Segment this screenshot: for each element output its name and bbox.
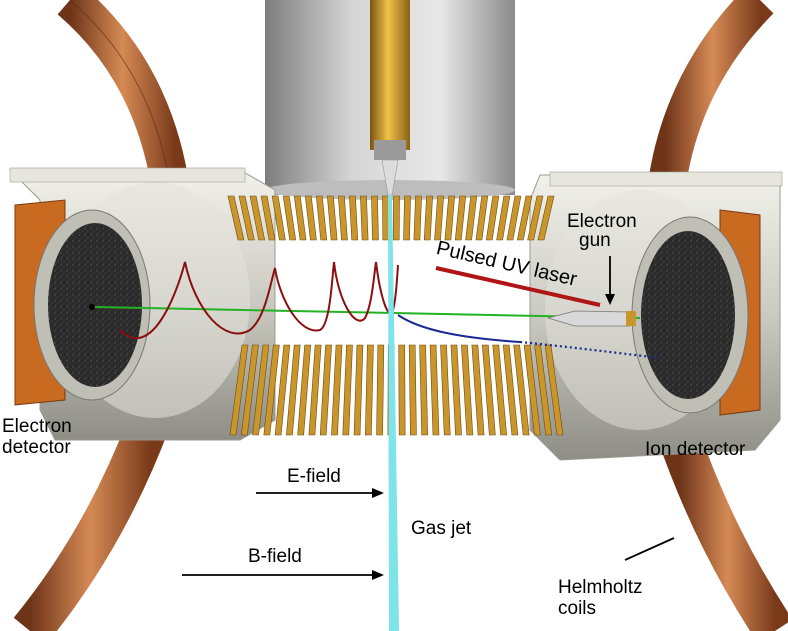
lower-electrode-fin [342,344,353,436]
electron-gun-label-line2: gun [579,230,611,251]
upper-electrode-fin [371,195,379,241]
upper-electrode-fin [349,195,359,241]
upper-electrode-fin [444,195,456,241]
electron-gun [546,310,636,327]
upper-electrode-fin [249,195,266,241]
electron-detector-label-line2: detector [2,437,71,458]
electron-detector [14,199,151,406]
upper-electrode-fin [527,195,544,241]
lower-electrode-fin [297,344,312,436]
lower-electrode-fin [408,344,417,436]
upper-electrode-fin [315,195,328,241]
lower-electrode-fin [319,344,332,436]
electron-gun-pointer-arrow [605,256,615,305]
upper-electrode-fin [516,195,533,241]
upper-electrode-fin [304,195,317,241]
lower-electrode-fin [274,344,291,436]
electron-gun-label-line1: Electron [567,211,637,232]
ion-trajectory-solid [397,314,521,343]
electron-trajectory [119,261,399,339]
upper-electrode-fin [496,195,511,241]
e-field-arrow [256,488,384,498]
lower-electrode-fin [229,344,249,436]
b-field-arrow [182,570,384,580]
lower-electrode-fin [502,344,519,436]
e-field-label: E-field [287,466,341,487]
upper-electrode-fin [465,195,478,241]
upper-electrode-fin [360,195,369,241]
gas-nozzle-tower [265,0,515,200]
lower-electrode-stack [229,344,564,436]
lower-electrode-fin [365,344,374,436]
lower-electrode-fin [398,344,406,436]
helmholtz-pointer-line [624,537,675,561]
lower-electrode-fin [440,344,451,436]
lower-electrode-fin [308,344,322,436]
lower-electrode-fin [513,344,530,436]
upper-electrode-fin [392,195,400,241]
lower-electrode-fin [523,344,541,436]
upper-electrode-fin [485,195,500,241]
uv-laser-beam [435,266,601,307]
upper-electrode-fin [238,195,255,241]
lower-electrode-fin [286,344,301,436]
upper-electrode-fin [475,195,489,241]
upper-electrode-fin [382,195,390,241]
upper-electrode-fin [413,195,422,241]
upper-electrode-fin [454,195,467,241]
b-field-label: B-field [248,546,302,567]
lower-electrode-fin [481,344,496,436]
gas-jet [388,195,399,631]
upper-electrode-fin [282,195,297,241]
lower-electrode-fin [376,344,385,436]
lower-electrode-fin [544,344,564,436]
lower-electrode-fin [263,344,280,436]
lower-electrode-fin [429,344,440,436]
electron-detector-label-line1: Electron [2,416,72,437]
lower-electrode-fin [492,344,507,436]
gas-jet-label: Gas jet [411,518,472,539]
upper-electrode-fin [506,195,522,241]
ion-trajectory-dotted [519,340,661,360]
upper-electrode-fin [227,195,245,241]
upper-electrode-stack [227,195,555,241]
lower-electrode-fin [252,344,270,436]
lower-electrode-fin [534,344,553,436]
helmholtz-label-line2: coils [558,598,597,619]
upper-electrode-fin [423,195,433,241]
helmholtz-label-line1: Helmholtz [558,577,643,598]
upper-electrode-fin [271,195,286,241]
upper-electrode-fin [260,195,276,241]
lower-electrode-fin [240,344,259,436]
upper-electrode-fin [293,195,307,241]
lower-electrode-fin [331,344,343,436]
upper-electrode-fin [326,195,338,241]
lower-electrode-fin [450,344,462,436]
upper-electrode-fin [338,195,348,241]
upper-electrode-fin [537,195,555,241]
upper-electrode-fin [403,195,411,241]
lower-electrode-fin [461,344,474,436]
ion-detector-label: Ion detector [645,439,746,460]
upper-electrode-fin [434,195,444,241]
lower-electrode-fin [419,344,428,436]
lower-electrode-fin [353,344,364,436]
ion-detector [631,209,761,416]
lower-electrode-fin [471,344,485,436]
